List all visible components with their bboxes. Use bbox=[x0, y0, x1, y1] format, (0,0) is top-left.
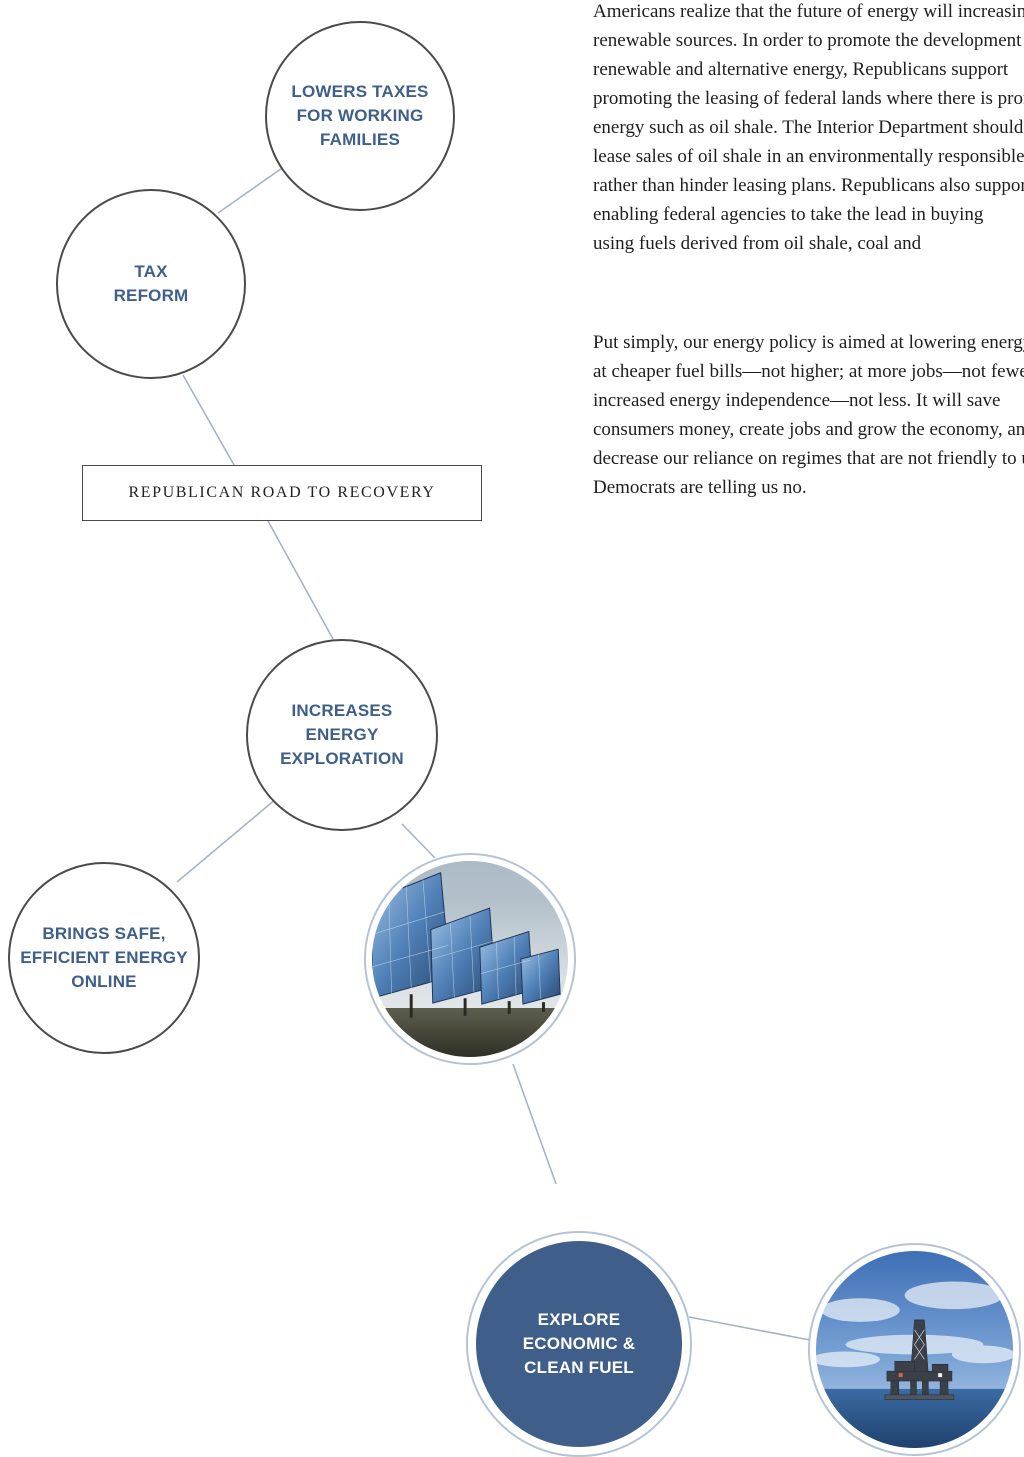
node-label-line: REFORM bbox=[113, 286, 189, 305]
node-label-line: EXPLORE bbox=[537, 1310, 621, 1329]
node-explore-clean-fuel: EXPLORE ECONOMIC & CLEAN FUEL bbox=[466, 1231, 692, 1457]
node-label-line: CLEAN FUEL bbox=[524, 1358, 634, 1377]
text-line: decrease our reliance on regimes that ar… bbox=[593, 448, 1024, 469]
text-line: renewable and alternative energy, Republ… bbox=[593, 59, 1009, 80]
text-line: consumers money, create jobs and grow th… bbox=[593, 419, 1024, 440]
node-increases-energy-exploration: INCREASES ENERGY EXPLORATION bbox=[246, 639, 438, 831]
node-label-line: ECONOMIC & bbox=[522, 1334, 636, 1353]
solar-panels-icon bbox=[372, 861, 568, 1057]
node-label: BRINGS SAFE, EFFICIENT ENERGY ONLINE bbox=[20, 922, 188, 994]
oil-rig-image bbox=[808, 1243, 1021, 1456]
node-label-line: ENERGY bbox=[305, 725, 379, 744]
node-lowers-taxes: LOWERS TAXES FOR WORKING FAMILIES bbox=[265, 21, 455, 211]
node-label-line: INCREASES bbox=[291, 701, 393, 720]
node-brings-safe-energy: BRINGS SAFE, EFFICIENT ENERGY ONLINE bbox=[8, 862, 200, 1054]
oil-rig-icon bbox=[816, 1251, 1013, 1448]
node-label: INCREASES ENERGY EXPLORATION bbox=[280, 699, 404, 771]
node-label-line: BRINGS SAFE, bbox=[42, 924, 166, 943]
text-line: Americans realize that the future of ene… bbox=[593, 1, 1024, 22]
text-line: using fuels derived from oil shale, coal… bbox=[593, 233, 922, 254]
text-line: at cheaper fuel bills—not higher; at mor… bbox=[593, 361, 1024, 382]
diagram-title-box: REPUBLICAN ROAD TO RECOVERY bbox=[82, 465, 482, 521]
text-line: energy such as oil shale. The Interior D… bbox=[593, 117, 1024, 138]
node-label: LOWERS TAXES FOR WORKING FAMILIES bbox=[291, 80, 428, 152]
connector-solar-explore bbox=[512, 1063, 557, 1185]
node-label-line: FAMILIES bbox=[320, 130, 400, 149]
connector-tax-title bbox=[182, 374, 235, 466]
node-tax-reform: TAX REFORM bbox=[56, 189, 246, 379]
solar-panels-image bbox=[364, 853, 576, 1065]
node-label-line: EXPLORATION bbox=[280, 749, 404, 768]
connector-explore-rig bbox=[688, 1316, 811, 1341]
connector-title-increases bbox=[267, 520, 334, 640]
node-fill: EXPLORE ECONOMIC & CLEAN FUEL bbox=[476, 1241, 682, 1447]
text-line: promoting the leasing of federal lands w… bbox=[593, 88, 1024, 109]
node-label-line: FOR WORKING bbox=[296, 106, 424, 125]
text-line: Democrats are telling us no. bbox=[593, 477, 807, 498]
node-label-line: LOWERS TAXES bbox=[291, 82, 429, 101]
node-label: TAX REFORM bbox=[114, 260, 189, 308]
text-line: renewable sources. In order to promote t… bbox=[593, 30, 1024, 51]
node-label-line: ONLINE bbox=[71, 972, 137, 991]
text-line: Put simply, our energy policy is aimed a… bbox=[593, 332, 1024, 353]
connector-lowers-tax bbox=[217, 165, 286, 214]
node-label-line: EFFICIENT ENERGY bbox=[20, 948, 188, 967]
text-line: increased energy independence—not less. … bbox=[593, 390, 1001, 411]
connector-increases-solar bbox=[401, 823, 436, 859]
body-paragraph-1: Americans realize that the future of ene… bbox=[593, 0, 1024, 258]
node-label: EXPLORE ECONOMIC & CLEAN FUEL bbox=[523, 1308, 636, 1380]
node-label-line: TAX bbox=[134, 262, 168, 281]
connector-increases-brings bbox=[176, 798, 277, 883]
text-line: enabling federal agencies to take the le… bbox=[593, 204, 984, 225]
body-paragraph-2: Put simply, our energy policy is aimed a… bbox=[593, 322, 1024, 502]
diagram-title: REPUBLICAN ROAD TO RECOVERY bbox=[128, 484, 436, 501]
text-line: rather than hinder leasing plans. Republ… bbox=[593, 175, 1024, 196]
text-line: lease sales of oil shale in an environme… bbox=[593, 146, 1024, 167]
